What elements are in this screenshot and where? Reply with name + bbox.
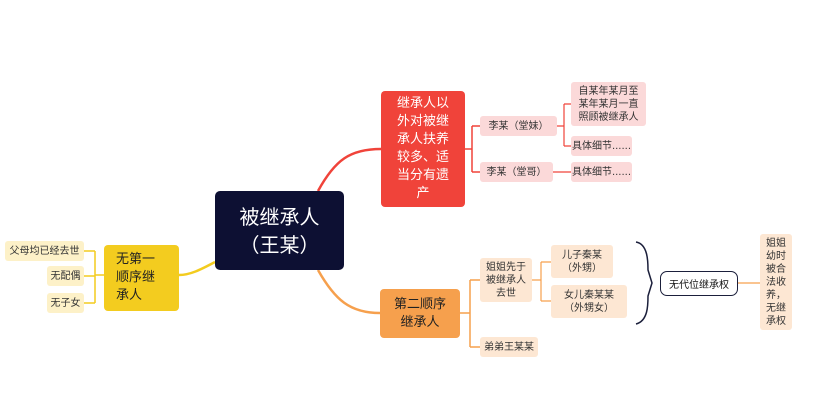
node-parents-deceased[interactable]: 父母均已经去世 [5, 241, 84, 261]
link-sister-kids [532, 261, 551, 302]
link-yellow-reasons [84, 250, 104, 304]
node-brother[interactable]: 弟弟王某某 [480, 337, 538, 357]
node-no-subrogation[interactable]: 无代位继承权 [660, 271, 738, 296]
node-no-children[interactable]: 无子女 [47, 293, 84, 313]
bracket [635, 241, 653, 325]
node-sister[interactable]: 姐姐先于 被继承人 去世 [480, 258, 532, 302]
link-red-cousins [465, 125, 480, 173]
link-cousinf-details [557, 103, 571, 147]
branch-no-first-order[interactable]: 无第一 顺序继 承人 [104, 245, 179, 311]
node-detail-2[interactable]: 具体细节...... [571, 162, 632, 182]
node-cousin-male[interactable]: 李某（堂哥） [480, 162, 553, 182]
node-nephew[interactable]: 儿子秦某 （外甥） [551, 245, 613, 278]
node-niece[interactable]: 女儿秦某某 （外甥女） [551, 285, 627, 318]
node-cousin-female[interactable]: 李某（堂妹） [480, 116, 557, 136]
node-care-period[interactable]: 自某年某月至 某年某月一直 照顾被继承人 [571, 82, 646, 126]
node-detail-1[interactable]: 具体细节...... [571, 136, 632, 156]
root-node-decedent[interactable]: 被继承人 （王某） [215, 191, 344, 270]
link-orange-children [460, 279, 480, 348]
branch-non-heir[interactable]: 继承人以 外对被继 承人扶养 较多、适 当分有遗 产 [381, 91, 465, 207]
branch-second-order[interactable]: 第二顺序 继承人 [380, 289, 460, 338]
link-root-yellow [178, 260, 216, 277]
node-no-spouse[interactable]: 无配偶 [47, 266, 84, 286]
node-adoption-reason[interactable]: 姐姐 幼时 被合 法收 养， 无继 承权 [760, 234, 792, 330]
link-root-orange [316, 269, 381, 315]
link-root-red [316, 147, 382, 192]
